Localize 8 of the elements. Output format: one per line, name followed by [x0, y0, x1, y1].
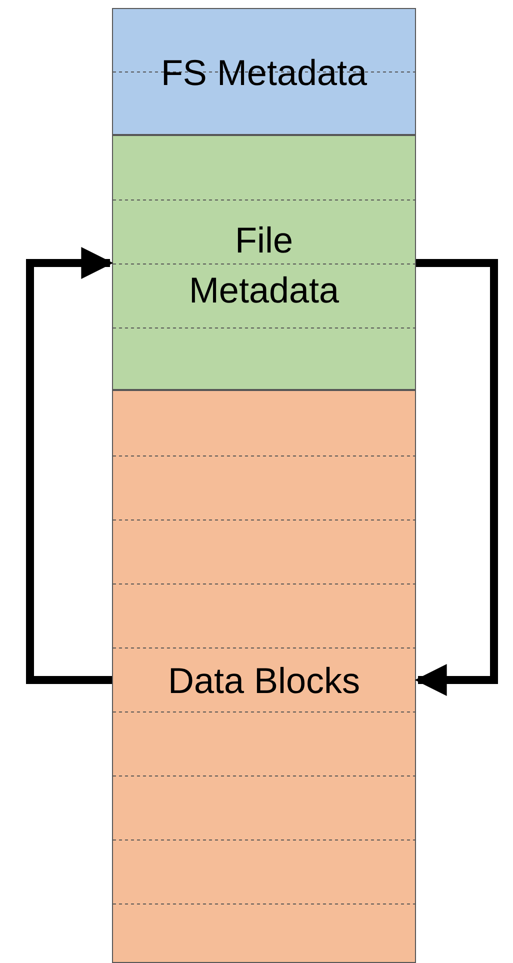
- memory-region-block: [112, 390, 416, 963]
- region-label: File Metadata: [188, 218, 340, 313]
- arrow: [26, 247, 114, 684]
- arrow: [414, 259, 498, 696]
- memory-region-block: [112, 135, 416, 390]
- region-label: Data Blocks: [166, 658, 362, 703]
- region-label: FS Metadata: [160, 50, 368, 95]
- memory-region-block: [112, 8, 416, 135]
